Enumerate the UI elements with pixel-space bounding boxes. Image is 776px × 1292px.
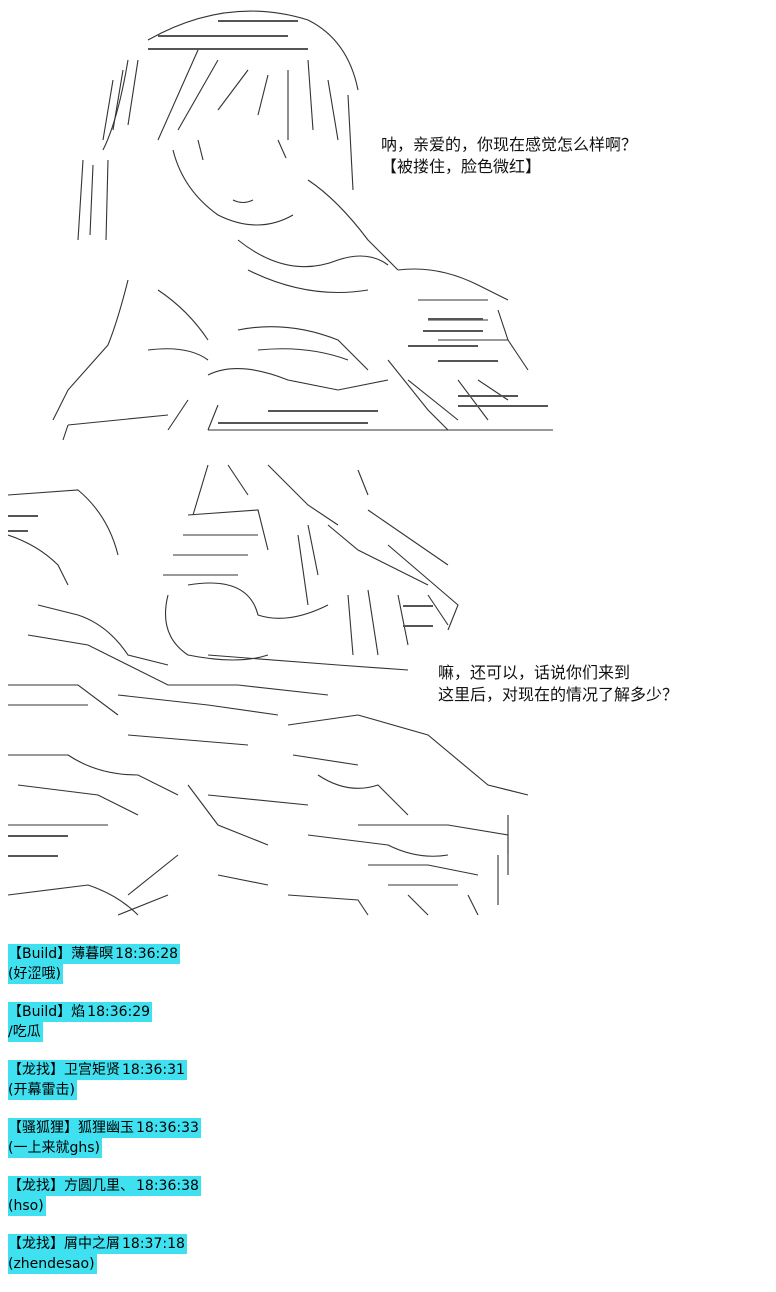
chat-user[interactable]: 薄暮暝 (71, 946, 114, 962)
chat-message-header: 【龙找】方圆几里、18:36:38 (8, 1176, 201, 1196)
chat-time: 18:37:18 (122, 1236, 185, 1252)
chat-user[interactable]: 方圆几里、 (64, 1178, 134, 1194)
ascii-art-panel-bottom (8, 455, 568, 925)
chat-tag: 【Build】 (8, 946, 72, 962)
dialog-second-line1: 嘛，还可以，话说你们来到 (438, 663, 631, 682)
chat-text: (开幕雷击) (8, 1080, 77, 1100)
chat-text: (hso) (8, 1196, 46, 1216)
dialog-speech-first: 呐，亲爱的，你现在感觉怎么样啊？ 【被搂住，脸色微红】 (381, 134, 637, 178)
chat-text: (好涩哦) (8, 964, 63, 984)
chat-tag: 【龙找】 (8, 1062, 64, 1078)
chat-tag: 【骚狐狸】 (8, 1120, 78, 1136)
chat-time: 18:36:38 (136, 1178, 199, 1194)
chat-user[interactable]: 狐狸幽玉 (78, 1120, 134, 1136)
ascii-art-illustration-couple (52, 10, 553, 441)
chat-text: (一上来就ghs) (8, 1138, 102, 1158)
dialog-speech-second: 嘛，还可以，话说你们来到 这里后，对现在的情况了解多少？ (438, 662, 678, 706)
chat-user[interactable]: 屑中之屑 (64, 1236, 120, 1252)
chat-tag: 【Build】 (8, 1004, 72, 1020)
ascii-art-illustration-character (8, 464, 529, 916)
chat-time: 18:36:31 (122, 1062, 185, 1078)
chat-time: 18:36:29 (87, 1004, 151, 1020)
chat-user[interactable]: 卫宫矩贤 (64, 1062, 120, 1078)
dialog-first-line1: 呐，亲爱的，你现在感觉怎么样啊？ (381, 135, 638, 154)
chat-time: 18:36:28 (115, 946, 179, 962)
chat-time: 18:36:33 (136, 1120, 199, 1136)
chat-text: (zhendesao) (8, 1254, 97, 1274)
ascii-art-panel-top (8, 0, 568, 445)
dialog-first-line2: 【被搂住，脸色微红】 (381, 157, 542, 176)
dialog-second-line2: 这里后，对现在的情况了解多少？ (438, 685, 679, 704)
chat-message: 【龙找】方圆几里、18:36:38 (hso) (8, 1176, 568, 1234)
chat-user[interactable]: 焰 (71, 1004, 86, 1020)
chat-text: /吃瓜 (8, 1022, 43, 1042)
chat-tag: 【龙找】 (8, 1178, 64, 1194)
chat-tag: 【龙找】 (8, 1236, 64, 1252)
